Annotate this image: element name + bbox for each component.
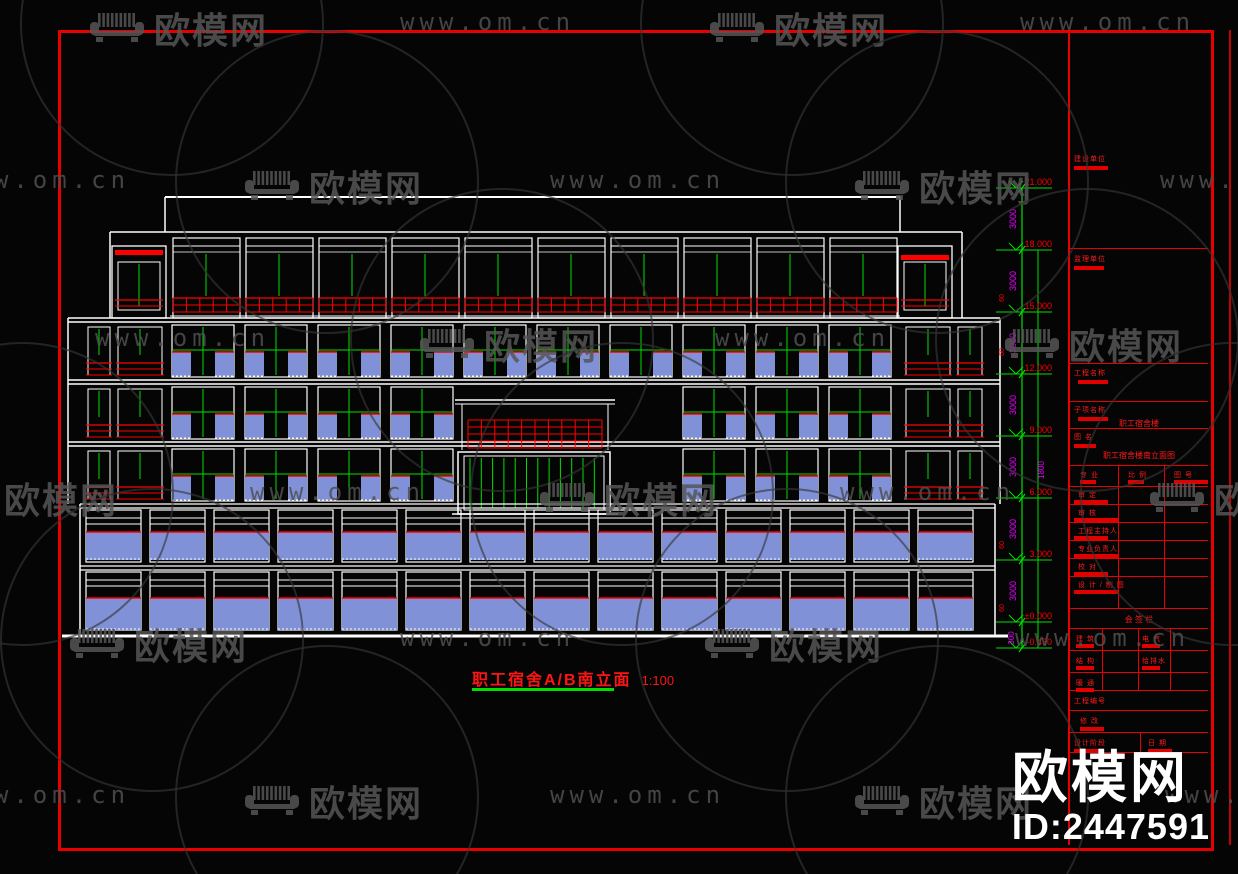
sheet-label: 图 名 [1074,434,1093,441]
sheet-frame [58,30,1214,851]
svg-text:18.000: 18.000 [1024,239,1052,249]
sheet-value: 职工宿舍楼南立面图 [1103,451,1175,460]
svg-text:3000: 3000 [1008,581,1018,601]
caption-scale: 1:100 [641,673,675,688]
svg-text:12.000: 12.000 [1024,363,1052,373]
subproject-value: 职工宿舍楼 [1119,419,1159,428]
svg-text:60: 60 [999,348,1006,356]
supervisor-value-bar [1074,266,1104,270]
sign-row-label: 工程主持人 [1078,528,1118,535]
sign-row-label: 专业负责人 [1078,546,1118,553]
countersign-cell: 给排水 [1142,658,1166,665]
sheet-edge-line [1229,30,1231,845]
stage-label: 设计阶段 [1074,740,1106,747]
svg-text:±0.000: ±0.000 [1025,611,1052,621]
sign-row-label: 校 对 [1078,564,1097,571]
sign-row-label: 审 核 [1078,510,1097,517]
svg-text:60: 60 [999,294,1006,302]
caption-underline [472,688,614,691]
site-logo-text: 欧模网 [1011,746,1189,810]
title-block: 建设单位 监理单位 工程名称 子项名称 职工宿舍楼 图 名 职工宿舍楼南立面图 … [1070,30,1208,845]
subproject-label: 子项名称 [1074,407,1106,414]
svg-text:60: 60 [999,541,1006,549]
svg-text:3000: 3000 [1008,395,1018,415]
project-label: 工程名称 [1074,370,1106,377]
svg-text:60: 60 [999,604,1006,612]
sign-row-label: 审 定 [1078,492,1097,499]
svg-text:-0.450: -0.450 [1026,637,1052,647]
owner-label: 建设单位 [1074,156,1106,163]
svg-text:15.000: 15.000 [1024,301,1052,311]
col-header: 比 例 [1128,472,1147,479]
svg-text:3000: 3000 [1008,457,1018,477]
drawing-caption: 职工宿舍A/B南立面 1:100 [472,666,675,691]
date-label: 日 期 [1148,740,1167,747]
col-header: 图 号 [1174,472,1193,479]
sign-row-label: 设 计 / 制 图 [1078,582,1125,589]
svg-text:9.000: 9.000 [1029,425,1052,435]
countersign-cell: 暖 通 [1076,680,1095,687]
caption-title: 职工宿舍A/B南立面 [472,672,632,689]
svg-text:300: 300 [1007,631,1016,645]
owner-value-bar [1074,166,1108,170]
site-branding: 欧模网 ID:2447591 [1012,749,1210,846]
svg-text:3000: 3000 [1008,271,1018,291]
title-block-separator [1068,30,1070,845]
svg-text:3.000: 3.000 [1029,549,1052,559]
svg-text:3000: 3000 [1008,519,1018,539]
supervisor-label: 监理单位 [1074,256,1106,263]
svg-text:1800: 1800 [1037,461,1046,479]
svg-text:21.000: 21.000 [1024,177,1052,187]
countersign-cell: 建 筑 [1076,636,1095,643]
col-header: 专 业 [1080,472,1099,479]
svg-text:3000: 3000 [1008,209,1018,229]
countersign-cell: 结 构 [1076,658,1095,665]
svg-text:6.000: 6.000 [1029,487,1052,497]
countersign-cell: 电 气 [1142,636,1161,643]
countersign-title: 会 签 栏 [1124,615,1154,624]
revision-label: 修 改 [1080,718,1099,725]
image-id: ID:2447591 [1011,806,1210,848]
project-no-label: 工程编号 [1074,698,1106,705]
